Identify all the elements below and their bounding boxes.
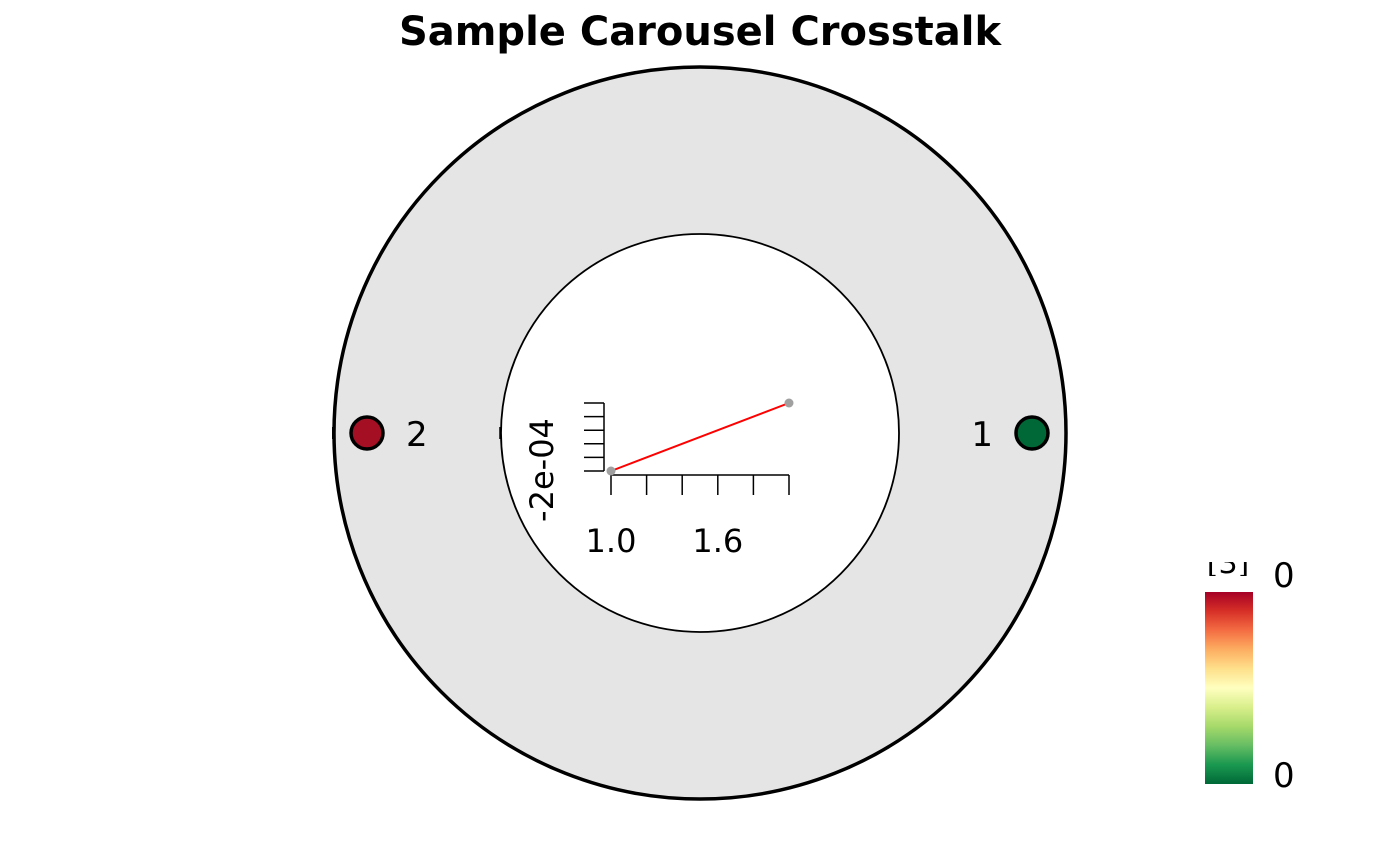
carousel-position-1: 1 xyxy=(971,415,1050,455)
inset-series xyxy=(606,398,794,476)
inset-x-tick-label: 1.6 xyxy=(692,522,743,560)
inset-line xyxy=(610,402,790,472)
inset-y-ticks xyxy=(584,402,604,472)
inset-x-tick-label: 1.0 xyxy=(586,522,637,560)
inset-y-tick-label: -2e-04 xyxy=(523,418,561,522)
inset-x-tick-labels: 1.0 1.6 xyxy=(586,522,744,560)
position-marker-1 xyxy=(1014,415,1050,451)
legend-top-label: 0 xyxy=(1273,556,1295,596)
position-marker-2 xyxy=(349,415,385,451)
legend-bottom-label: 0 xyxy=(1273,756,1295,796)
position-label-2: 2 xyxy=(406,415,428,455)
inset-point xyxy=(784,398,794,408)
legend-title: [3] xyxy=(1207,546,1250,581)
inset-y-tick-labels: -2e-04 xyxy=(523,418,561,522)
carousel-inner-disc xyxy=(500,233,900,633)
legend-color-bar xyxy=(1205,592,1253,784)
color-legend: [3] 0 0 xyxy=(1205,546,1295,796)
position-label-1: 1 xyxy=(971,415,993,455)
inset-plot: 1.0 1.6 -2e-04 xyxy=(523,398,794,560)
inset-point xyxy=(606,466,616,476)
carousel-position-2: 2 xyxy=(349,415,428,455)
inset-x-ticks xyxy=(610,475,790,495)
chart-title: Sample Carousel Crosstalk xyxy=(399,9,1002,55)
